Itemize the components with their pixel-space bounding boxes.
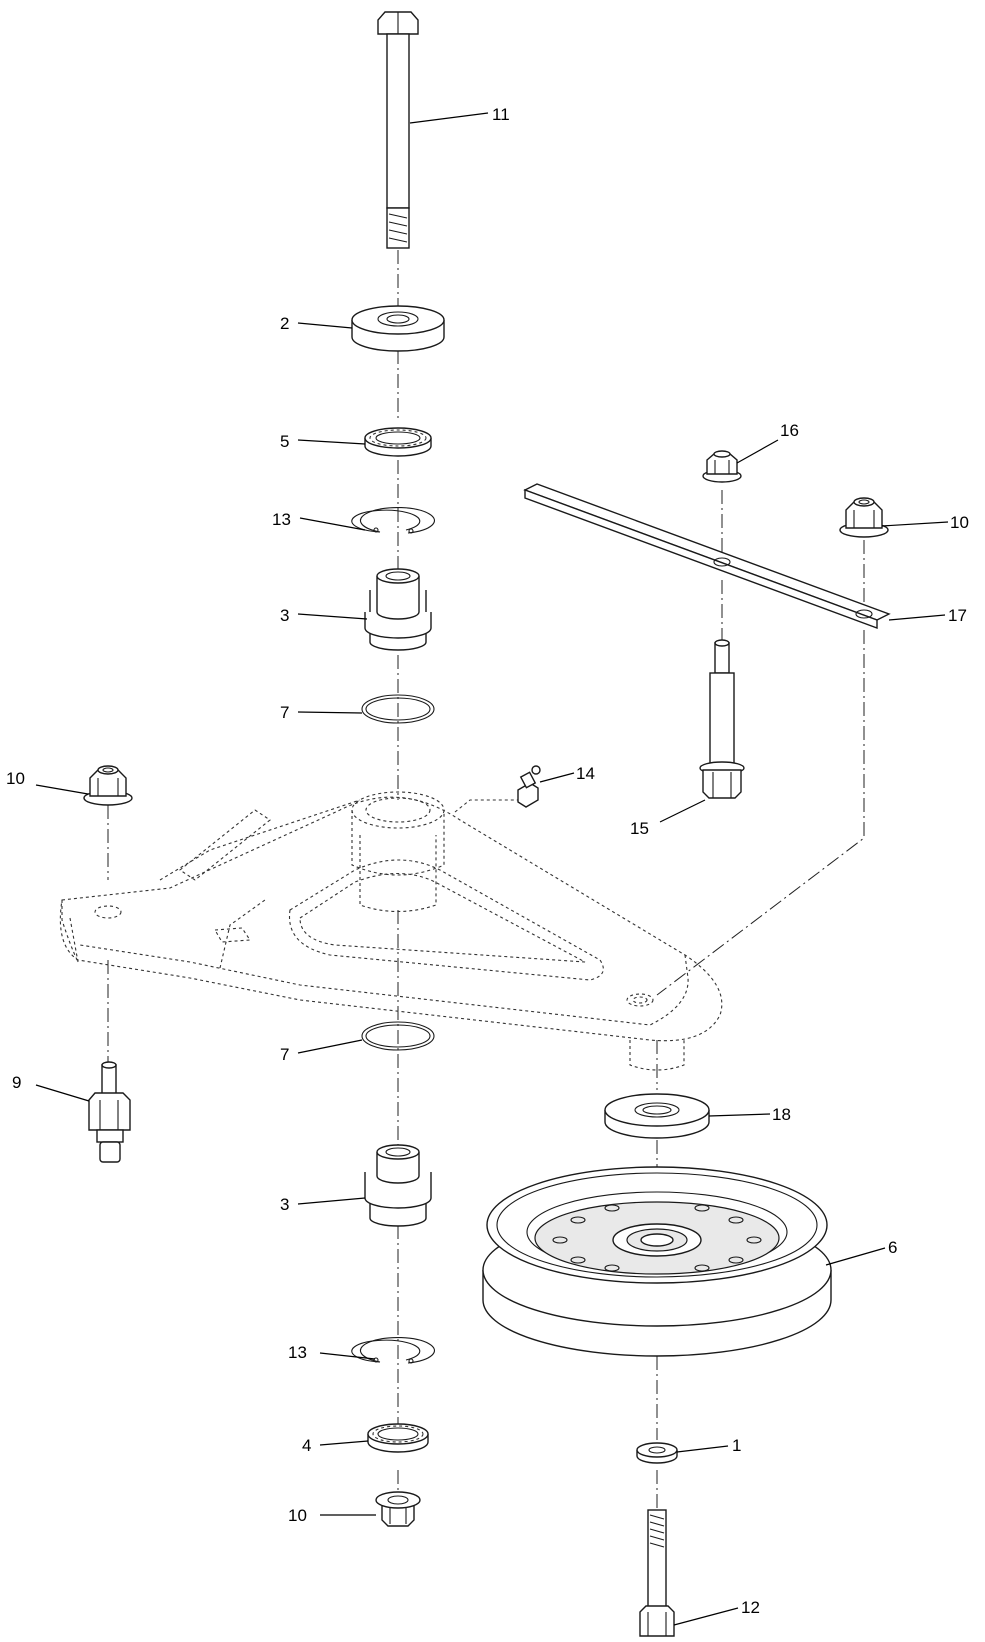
bushing-part-3-lower: [364, 1144, 432, 1227]
idler-arm-bracket: [59, 791, 723, 1071]
flange-nut-part-10-left: [83, 765, 133, 806]
callout-3-upper: 3: [280, 606, 289, 625]
pulley-part-6: [482, 1166, 832, 1357]
snap-ring-part-13-upper: [351, 506, 435, 534]
callout-4: 4: [302, 1436, 311, 1455]
callout-17: 17: [948, 606, 967, 625]
callout-7-lower: 7: [280, 1045, 289, 1064]
callout-15: 15: [630, 819, 649, 838]
callout-12: 12: [741, 1598, 760, 1617]
snap-ring-part-13-lower: [351, 1336, 435, 1364]
callout-13-lower: 13: [288, 1343, 307, 1362]
bushing-part-3-upper: [364, 568, 432, 651]
callout-10-left: 10: [6, 769, 25, 788]
bolt-part-11: [377, 11, 419, 249]
callout-10-right: 10: [950, 513, 969, 532]
o-ring-part-7-upper: [361, 694, 435, 724]
shoulder-bolt-part-15: [699, 639, 745, 799]
seal-part-5: [364, 427, 432, 457]
o-ring-part-7-lower: [361, 1021, 435, 1051]
callout-6: 6: [888, 1238, 897, 1257]
callout-18: 18: [772, 1105, 791, 1124]
bolt-part-12: [639, 1509, 675, 1637]
callout-3-lower: 3: [280, 1195, 289, 1214]
callout-7-upper: 7: [280, 703, 289, 722]
grease-fitting-part-14: [517, 765, 541, 808]
callout-13-upper: 13: [272, 510, 291, 529]
callout-2: 2: [280, 314, 289, 333]
callout-11: 11: [492, 105, 510, 124]
callout-1: 1: [732, 1436, 741, 1455]
stud-part-9: [88, 1061, 131, 1163]
strap-part-17: [523, 483, 891, 630]
callout-5: 5: [280, 432, 289, 451]
flange-nut-part-10-bottom: [375, 1491, 421, 1527]
callout-10-bottom: 10: [288, 1506, 307, 1525]
washer-part-1: [636, 1442, 678, 1464]
callout-9: 9: [12, 1073, 21, 1092]
callout-14: 14: [576, 764, 595, 783]
washer-part-18: [604, 1093, 710, 1139]
bearing-washer-part-2: [351, 305, 445, 352]
flange-nut-part-10-right: [839, 497, 889, 538]
leader-lines: [35, 112, 949, 1626]
callout-labels: 11 2 5 13 3 7 10 14 15 16 10 17 9 7 18 3…: [6, 105, 969, 1617]
nut-part-16: [702, 450, 742, 483]
callout-16: 16: [780, 421, 799, 440]
seal-part-4: [367, 1423, 429, 1453]
